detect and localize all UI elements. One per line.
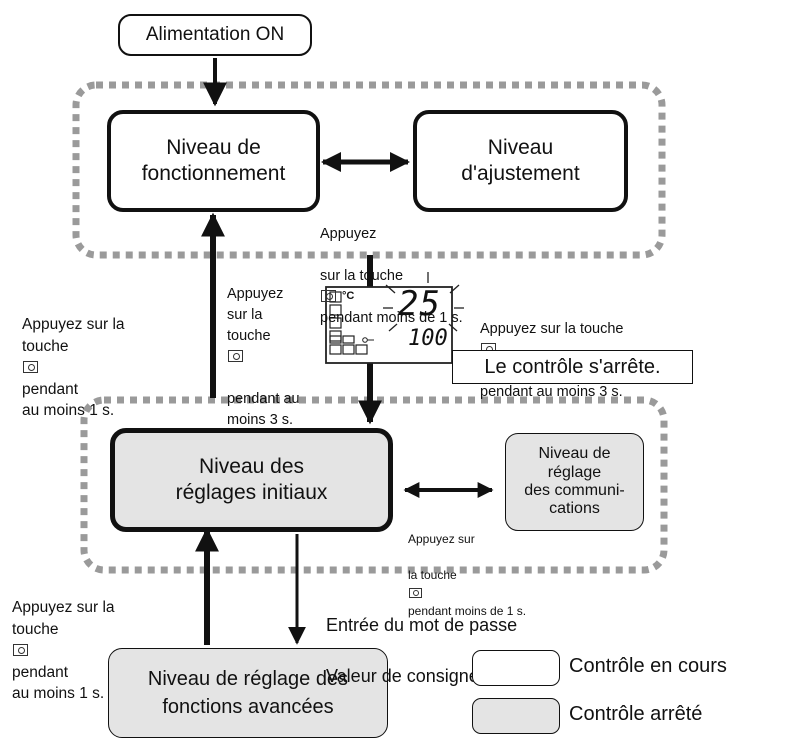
control-stops-label: Le contrôle s'arrête. [484, 355, 661, 378]
running-levels-region [72, 81, 666, 259]
lcd-unit: °C [342, 290, 355, 302]
advanced-functions-level-box: Niveau de réglage des fonctions avancées [108, 648, 388, 738]
power-on-box: Alimentation ON [118, 14, 312, 56]
note-op-init-line1: Appuyez sur la touche [227, 286, 284, 345]
note-display-line2: pendant au moins 3 s. [480, 384, 623, 401]
lcd-sub-value: 100 [408, 326, 448, 351]
stopped-levels-region [80, 396, 668, 574]
legend-running-swatch [472, 650, 560, 686]
note-op-adj-line3: pendant moins de 1 s. [320, 310, 463, 327]
note-op-init-line2: pendant au moins 3 s. [227, 391, 300, 429]
communications-level-label: Niveau de réglage des communi- cations [524, 445, 625, 518]
operation-level-label: Niveau de fonctionnement [141, 135, 286, 185]
note-op-adj-line1: Appuyez [320, 226, 377, 243]
operation-level-box: Niveau de fonctionnement [107, 110, 320, 212]
lcd-main-value: 25 [398, 284, 441, 324]
note-adv-init-line2: pendant au moins 1 s. [12, 663, 105, 702]
legend-running-label: Contrôle en cours [569, 655, 727, 677]
note-init-comm-line2: la touche [408, 568, 457, 582]
note-op-adj-line2: sur la touche [320, 268, 404, 285]
note-operation-to-initial: Appuyez sur la touche pendant au moins 3… [227, 263, 300, 431]
note-init-comm-line3: pendant moins de 1 s. [408, 604, 527, 618]
note-password-line1: Entrée du mot de passe [326, 615, 518, 636]
note-display-line1: Appuyez sur la touche [480, 321, 624, 338]
key-icon [321, 290, 336, 303]
power-on-label: Alimentation ON [145, 24, 285, 46]
initial-settings-level-label: Niveau des réglages initiaux [175, 454, 328, 504]
initial-settings-level-box: Niveau des réglages initiaux [110, 428, 393, 532]
control-stops-banner: Le contrôle s'arrête. [452, 350, 693, 384]
adjustment-level-box: Niveau d'ajustement [413, 110, 628, 212]
key-icon [13, 644, 28, 657]
key-icon [228, 350, 243, 363]
legend-stopped-label: Contrôle arrêté [569, 703, 703, 725]
note-initial-to-communications: Appuyez sur la touche pendant moins de 1… [408, 512, 526, 620]
note-display-hold: Appuyez sur la touche pendant au moins 3… [480, 298, 623, 403]
note-initial-to-operation: Appuyez sur la touche pendant au moins 1… [22, 293, 125, 421]
key-icon [23, 361, 38, 374]
note-operation-to-adjustment: Appuyez sur la touche pendant moins de 1… [320, 203, 463, 329]
advanced-functions-level-label: Niveau de réglage des fonctions avancées [147, 668, 349, 718]
note-adv-init-line1: Appuyez sur la touche [12, 599, 115, 638]
legend-stopped-swatch [472, 698, 560, 734]
adjustment-level-label: Niveau d'ajustement [461, 135, 580, 185]
communications-level-box: Niveau de réglage des communi- cations [505, 433, 644, 531]
note-advanced-to-initial: Appuyez sur la touche pendant au moins 1… [12, 576, 115, 704]
note-init-comm-line1: Appuyez sur [408, 532, 475, 546]
lcd-display [325, 272, 464, 364]
key-icon [409, 588, 422, 598]
note-init-op-line2: pendant au moins 1 s. [22, 380, 115, 419]
note-init-op-line1: Appuyez sur la touche [22, 316, 125, 355]
